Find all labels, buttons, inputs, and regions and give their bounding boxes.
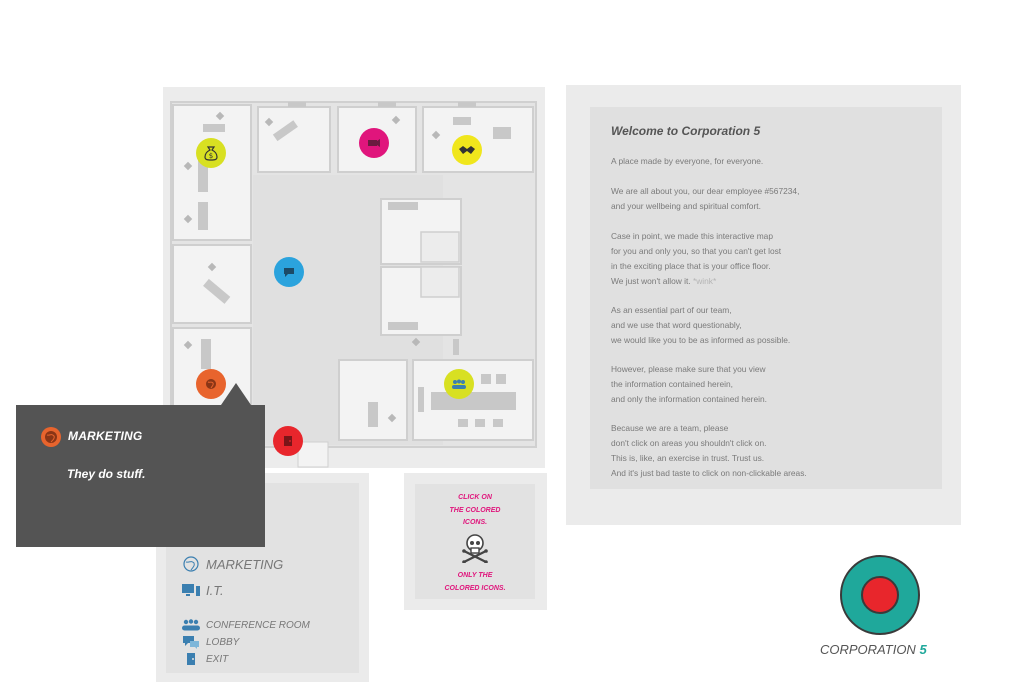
info-line: the information contained herein,	[611, 379, 733, 389]
warning-inner: CLICK ON THE COLORED ICONS. ONLY THE COL…	[415, 484, 535, 599]
brand-number: 5	[919, 642, 927, 657]
info-line: and we use that word questionably,	[611, 320, 742, 330]
tooltip-arrow	[221, 383, 251, 405]
hr-handshake-hotspot-icon[interactable]	[452, 135, 482, 165]
warning-line: CLICK ON	[458, 494, 492, 501]
speech-bubble-icon	[181, 634, 201, 650]
info-paragraph-2: We are all about you, our dear employee …	[611, 184, 799, 214]
warning-line: THE COLORED	[449, 506, 501, 514]
legend-label: LOBBY	[206, 636, 240, 648]
info-line: However, please make sure that you view	[611, 364, 766, 374]
info-title: Welcome to Corporation 5	[611, 124, 761, 138]
brand-name: CORPORATION 5	[820, 642, 927, 657]
info-inner: Welcome to Corporation 5 A place made by…	[590, 107, 942, 489]
info-line: and only the information contained herei…	[611, 394, 767, 404]
info-line: We just won't allow it. *wink*	[611, 274, 781, 289]
tooltip-title: MARKETING	[68, 429, 143, 443]
legend-label: MARKETING	[206, 556, 284, 572]
info-line: As an essential part of our team,	[611, 305, 732, 315]
legend-item-marketing: MARKETING	[181, 556, 283, 572]
legend-item-lobby: LOBBY	[181, 634, 239, 650]
info-panel: Welcome to Corporation 5 A place made by…	[566, 85, 961, 525]
tooltip-body: They do stuff.	[67, 467, 146, 481]
info-paragraph-6: Because we are a team, please don't clic…	[611, 421, 807, 481]
globe-icon	[181, 556, 201, 572]
info-line: A place made by everyone, for everyone.	[611, 156, 764, 166]
legend-item-conference-room: CONFERENCE ROOM	[181, 617, 310, 633]
computer-icon	[181, 582, 201, 598]
info-paragraph-1: A place made by everyone, for everyone.	[611, 154, 763, 169]
info-line: don't click on areas you shouldn't click…	[611, 438, 767, 448]
warning-line: ONLY THE	[457, 572, 493, 579]
legend-item-it: I.T.	[181, 582, 224, 598]
wink-text: *wink*	[692, 276, 717, 286]
legend-label: I.T.	[206, 582, 224, 598]
info-paragraph-4: As an essential part of our team, and we…	[611, 303, 790, 348]
brand-word: CORPORATION	[820, 642, 916, 657]
finance-hotspot-icon[interactable]: $	[196, 138, 226, 168]
info-line: for you and only you, so that you can't …	[611, 246, 782, 256]
info-line: we would like you to be as informed as p…	[611, 335, 791, 345]
warning-bottom-text: ONLY THE COLORED ICONS.	[415, 570, 535, 595]
legend-label: EXIT	[206, 653, 229, 665]
people-icon	[181, 617, 201, 633]
target-logo-icon	[840, 555, 920, 635]
marketing-tooltip: MARKETING They do stuff.	[16, 383, 265, 547]
corporation-logo: CORPORATION 5	[820, 553, 960, 663]
warning-line: ICONS.	[462, 519, 488, 526]
legend-label: CONFERENCE ROOM	[206, 619, 310, 631]
globe-icon	[41, 427, 61, 447]
info-line: We are all about you, our dear employee …	[611, 186, 800, 196]
legend-item-exit: EXIT	[181, 651, 228, 667]
info-line: This is, like, an exercise in trust. Tru…	[611, 453, 765, 463]
skull-crossbones-icon	[461, 533, 489, 569]
info-line: in the exciting place that is your offic…	[611, 261, 771, 271]
lobby-hotspot-icon[interactable]	[274, 257, 304, 287]
info-paragraph-5: However, please make sure that you view …	[611, 362, 767, 407]
info-line: And it's just bad taste to click on non-…	[611, 468, 807, 478]
conference-room-hotspot-icon[interactable]	[444, 369, 474, 399]
info-line: Because we are a team, please	[611, 423, 729, 433]
warning-line: COLORED ICONS.	[444, 584, 506, 592]
info-line: and your wellbeing and spiritual comfort…	[611, 201, 761, 211]
info-line: Case in point, we made this interactive …	[611, 231, 773, 241]
exit-hotspot-icon[interactable]	[273, 426, 303, 456]
info-line-text: We just won't allow it.	[611, 276, 691, 286]
it-projector-hotspot-icon[interactable]	[359, 128, 389, 158]
svg-text:$: $	[209, 152, 213, 160]
warning-panel: CLICK ON THE COLORED ICONS. ONLY THE COL…	[404, 473, 547, 610]
exit-door-icon	[181, 651, 201, 667]
office-floor-map: $	[163, 87, 545, 468]
info-paragraph-3: Case in point, we made this interactive …	[611, 229, 781, 289]
warning-top-text: CLICK ON THE COLORED ICONS.	[415, 492, 535, 530]
